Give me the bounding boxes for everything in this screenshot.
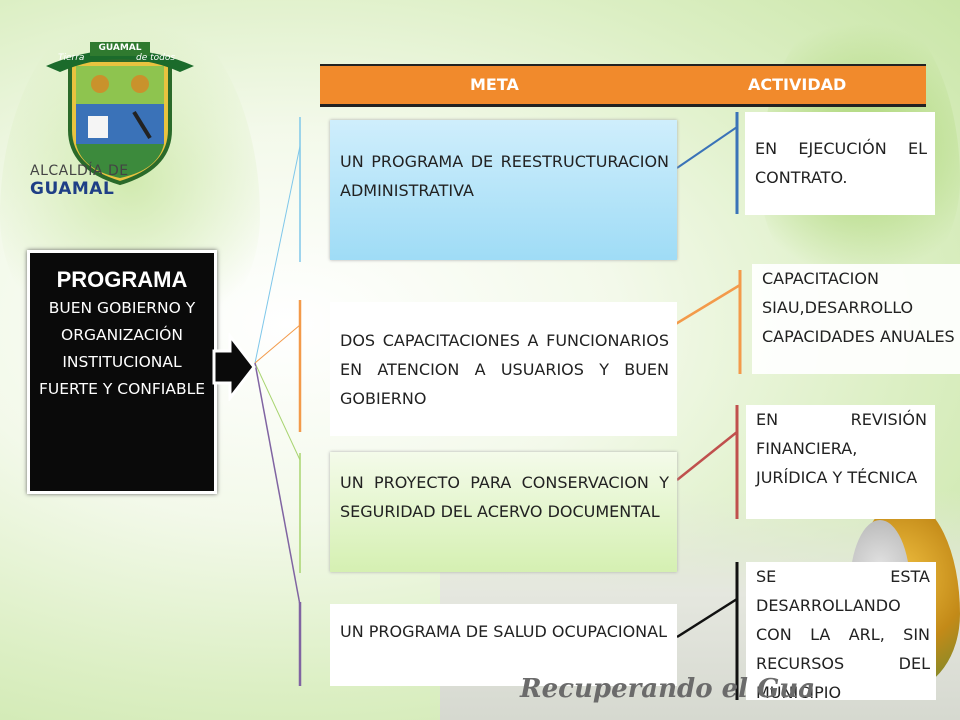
logo-caption-name: GUAMAL bbox=[30, 179, 115, 199]
logo-caption-prefix: ALCALDÍA DE bbox=[30, 163, 129, 179]
connector-line bbox=[676, 597, 738, 639]
connector-line bbox=[254, 362, 301, 606]
program-subtitle: BUEN GOBIERNO Y ORGANIZACIÓN INSTITUCION… bbox=[38, 299, 206, 398]
program-box: PROGRAMA BUEN GOBIERNO Y ORGANIZACIÓN IN… bbox=[27, 250, 217, 494]
logo-ribbon-left: Tierra bbox=[58, 53, 85, 63]
program-title: PROGRAMA bbox=[56, 267, 188, 292]
activity-box: SE ESTA DESARROLLANDO CON LA ARL, SIN RE… bbox=[746, 562, 936, 700]
logo-ribbon-right: de todos bbox=[136, 53, 176, 63]
connector-line bbox=[676, 431, 738, 481]
right-arrow-icon bbox=[212, 333, 256, 401]
connector-line bbox=[676, 126, 738, 169]
table-header: META ACTIVIDAD bbox=[320, 64, 926, 107]
meta-box: UN PROGRAMA DE REESTRUCTURACION ADMINIST… bbox=[330, 120, 677, 260]
guamal-coat-of-arms-logo bbox=[46, 42, 194, 186]
logo-caption: ALCALDÍA DE GUAMAL bbox=[30, 163, 210, 199]
activity-box: EN EJECUCIÓN EL CONTRATO. bbox=[745, 112, 935, 215]
meta-box: DOS CAPACITACIONES A FUNCIONARIOS EN ATE… bbox=[330, 302, 677, 436]
connector-line bbox=[254, 145, 301, 364]
connector-line bbox=[254, 362, 301, 461]
meta-box: UN PROYECTO PARA CONSERVACION Y SEGURIDA… bbox=[330, 452, 677, 572]
meta-box: UN PROGRAMA DE SALUD OCUPACIONAL bbox=[330, 604, 677, 686]
footer-slogan: Recuperando el Gua bbox=[520, 674, 816, 704]
connector-line bbox=[254, 324, 301, 364]
connector-line bbox=[673, 283, 741, 327]
header-meta: META bbox=[470, 75, 519, 94]
header-activity: ACTIVIDAD bbox=[748, 75, 847, 94]
activity-box: CAPACITACION SIAU,DESARROLLO CAPACIDADES… bbox=[752, 264, 960, 374]
logo-banner-text: GUAMAL bbox=[98, 43, 142, 53]
activity-box: EN REVISIÓN FINANCIERA, JURÍDICA Y TÉCNI… bbox=[746, 405, 935, 519]
